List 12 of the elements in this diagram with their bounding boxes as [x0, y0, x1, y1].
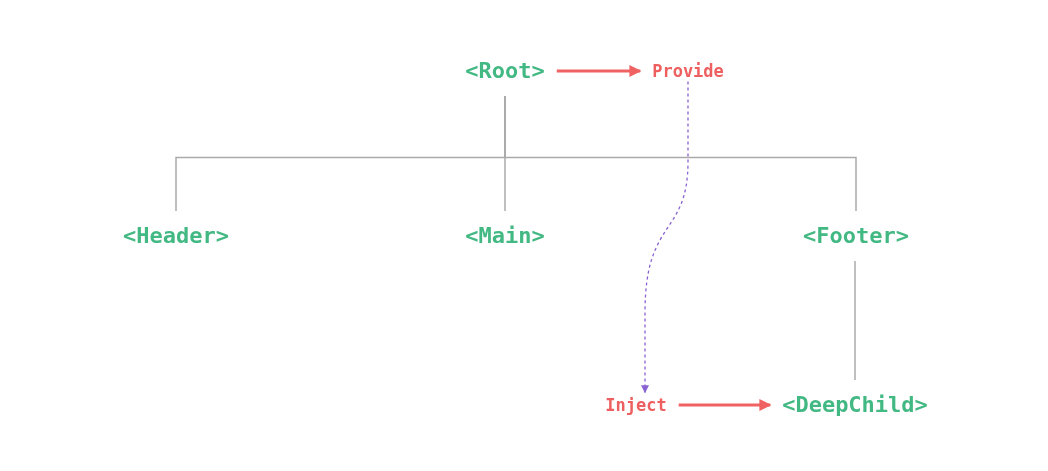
- component-label: <Footer>: [803, 225, 909, 247]
- api-label: Provide: [652, 62, 724, 80]
- component-label: <DeepChild>: [782, 394, 928, 416]
- arrow: [556, 65, 642, 77]
- component-label: <Main>: [465, 225, 545, 247]
- dashed-arrow: [641, 80, 689, 394]
- tree-line: [854, 260, 856, 381]
- component-label: <Header>: [123, 225, 229, 247]
- tree-line: [504, 95, 857, 212]
- arrow: [678, 399, 772, 411]
- api-label: Inject: [605, 396, 667, 414]
- component-label: <Root>: [465, 60, 545, 82]
